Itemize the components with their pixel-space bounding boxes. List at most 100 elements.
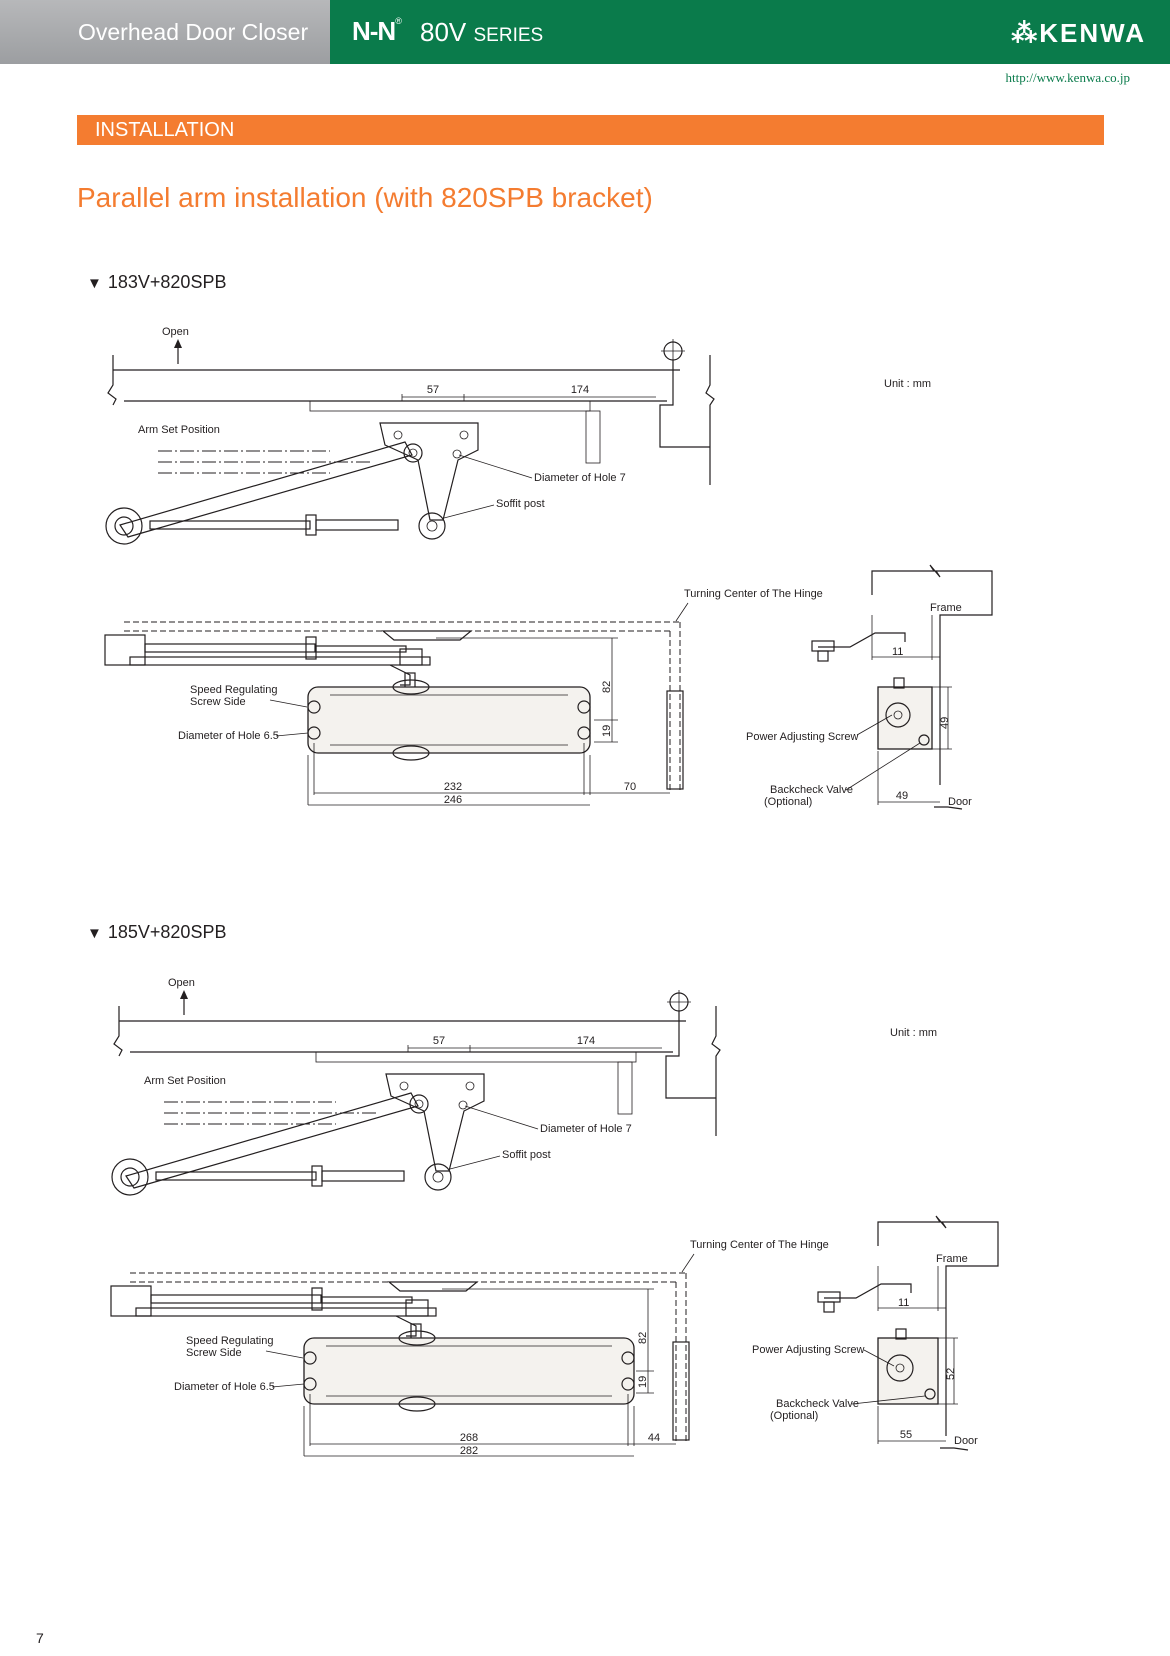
hole65-label: Diameter of Hole 6.5 [178,730,279,742]
dim-length-a: 268 [460,1432,478,1444]
soffit-post-top [418,512,446,540]
arm-set-label: Arm Set Position [144,1075,226,1087]
triangle-bullet-icon: ▼ [87,275,102,292]
open-arrowhead-icon [180,990,188,999]
hole7-label: Diameter of Hole 7 [534,472,626,484]
bracket-detail [818,632,906,648]
arm-end-side [104,634,146,666]
frame-label: Frame [930,602,962,614]
frame-profile [665,1011,716,1099]
closer-end-detail [877,1337,939,1405]
mounting-hole [303,1351,317,1365]
forearm-tube [315,519,399,531]
backcheck-valve [924,1388,936,1400]
optional-label: (Optional) [764,796,812,808]
dim-width: 55 [900,1429,912,1441]
backcheck-label: Backcheck Valve [776,1398,859,1410]
dim-57: 57 [433,1035,445,1047]
mounting-hole [577,726,591,740]
page-title: Parallel arm installation (with 820SPB b… [77,182,653,213]
website-url[interactable]: http://www.kenwa.co.jp [1005,70,1130,85]
speed-label: Speed Regulating [186,1335,273,1347]
dim-11: 11 [892,646,903,658]
brand-logo: ⁂KENWA [1011,18,1146,48]
backcheck-label: Backcheck Valve [770,784,853,796]
soffit-post-top [424,1163,452,1191]
bracket-hole [459,430,469,440]
arm-end-roller [111,1158,149,1196]
door-label: Door [948,796,972,808]
turning-center-label: Turning Center of The Hinge [684,588,823,600]
backcheck-valve [918,734,930,746]
bracket-hole [452,449,462,459]
forearm-tube [321,1170,405,1182]
dim-height: 49 [939,717,951,729]
unit-label: Unit : mm [890,1027,937,1039]
soffit-plate [315,1051,637,1063]
open-arrowhead-icon [174,339,182,348]
optional-label: (Optional) [770,1410,818,1422]
hinge-post [672,1341,690,1441]
dim-gap: 70 [624,781,636,793]
speed-label-2: Screw Side [190,696,246,708]
pinion [398,1330,436,1346]
arm-pivot [403,443,423,463]
rod-adjuster [311,1165,323,1187]
arm-side-lower [129,656,431,666]
rod-adjuster [305,514,317,536]
dim-174: 174 [577,1035,595,1047]
closer-end-top [617,1061,633,1115]
series-banner: N-N® 80V SERIES ⁂KENWA [330,0,1170,64]
bracket-hole [465,1081,475,1091]
dim-gap: 44 [648,1432,660,1444]
soffit-label: Soffit post [502,1149,551,1161]
arm-side-rod [144,643,316,653]
arm-end-roller [105,507,143,545]
dim-19: 19 [601,725,613,737]
bracket-hole [458,1100,468,1110]
mounting-hole [621,1377,635,1391]
bracket-hole [393,430,403,440]
power-screw [885,702,911,728]
mounting-hole [621,1351,635,1365]
pinion [392,679,430,695]
soffit-plate [309,400,591,412]
mounting-hole [307,700,321,714]
arm-pivot [409,1094,429,1114]
closer-body [303,1337,635,1405]
diagram-185v: Open Unit : mm 57 174 Arm Set Position [0,966,1170,1526]
mounting-hole [577,700,591,714]
frame-profile [659,360,710,448]
open-label: Open [162,326,189,338]
door-break-right [705,355,715,485]
dim-width: 49 [896,790,908,802]
power-label: Power Adjusting Screw [746,731,859,743]
dim-19: 19 [637,1376,649,1388]
page-number: 7 [36,1630,44,1646]
kenwa-mark-icon: ⁂ [1011,18,1040,48]
dim-82: 82 [601,681,613,693]
main-arm [125,1092,419,1189]
dim-82: 82 [637,1332,649,1344]
forearm-rod [155,1171,317,1181]
main-arm [119,441,413,538]
closer-body [307,686,591,754]
dim-length-b: 246 [444,794,462,806]
model-label-183v: ▼183V+820SPB [87,272,227,292]
door-break-left [107,355,117,406]
unit-label: Unit : mm [884,378,931,390]
bracket-side [387,1281,479,1292]
open-label: Open [168,977,195,989]
speed-label: Speed Regulating [190,684,277,696]
diagram-183v-drawing: Open Unit : mm 57 174 Arm Set Position [104,326,993,810]
dim-length-b: 282 [460,1445,478,1457]
hole7-label: Diameter of Hole 7 [540,1123,632,1135]
soffit-label: Soffit post [496,498,545,510]
door-break-left [113,1006,123,1057]
frame-detail [871,564,993,785]
model-label-185v: ▼185V+820SPB [87,922,227,942]
hinge-post [666,690,684,790]
series-title: 80V SERIES [420,17,544,47]
bracket-side [381,630,473,641]
hole65-label: Diameter of Hole 6.5 [174,1381,275,1393]
